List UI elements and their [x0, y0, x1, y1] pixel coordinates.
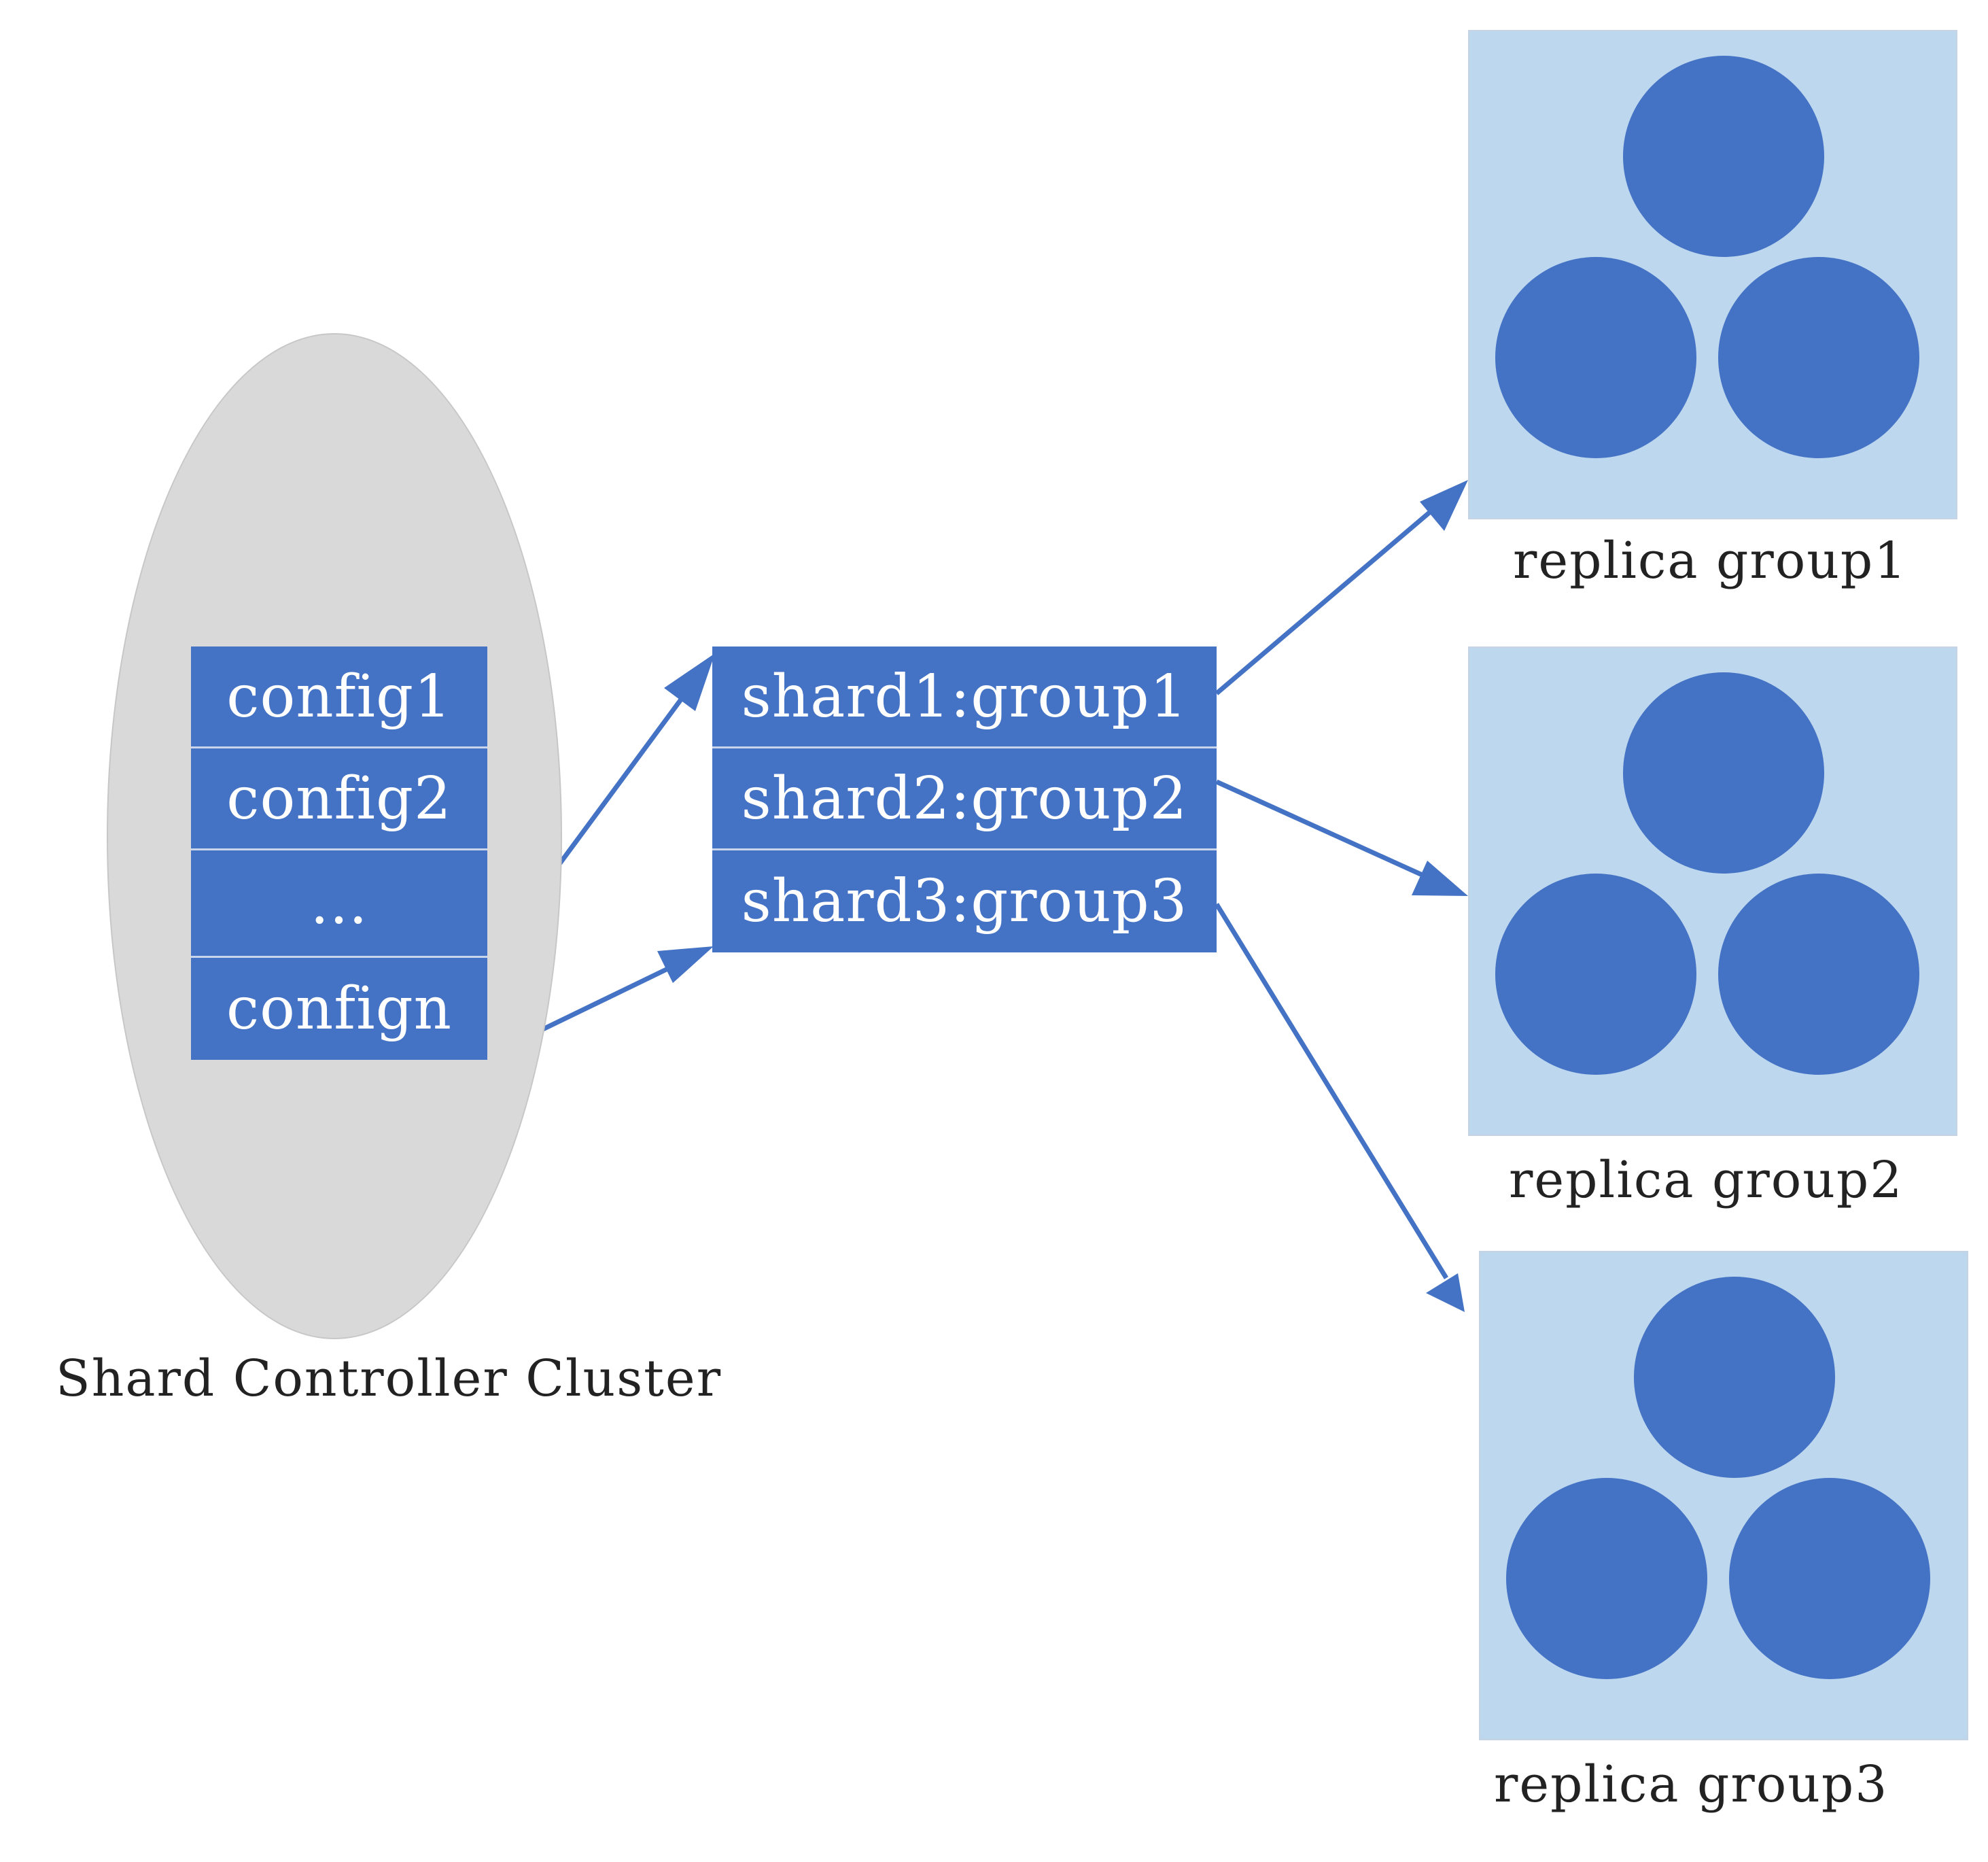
replica-group-2 — [1468, 646, 1957, 1136]
shard-row: shard2:group2 — [712, 748, 1217, 850]
replica-group-1 — [1468, 30, 1957, 519]
shard-label: shard3:group3 — [741, 867, 1188, 935]
config-row: config2 — [191, 748, 487, 850]
replica-node — [1729, 1478, 1930, 1679]
replica-node — [1718, 257, 1919, 458]
replica-group-caption: replica group3 — [1494, 1755, 1889, 1814]
arrow-shard1-to-group1 — [1215, 480, 1468, 695]
config-label: ... — [310, 869, 368, 937]
replica-group-caption: replica group2 — [1509, 1151, 1904, 1209]
arrow-shard2-to-group2 — [1215, 779, 1468, 896]
cluster-caption: Shard Controller Cluster — [56, 1349, 722, 1408]
shard-label: shard1:group1 — [741, 662, 1188, 731]
replica-group-caption: replica group1 — [1513, 532, 1908, 590]
config-label: confign — [226, 975, 453, 1043]
arrow-shard3-to-group3 — [1215, 903, 1465, 1312]
config-label: config1 — [226, 662, 452, 731]
replica-node — [1495, 257, 1696, 458]
replica-node — [1506, 1478, 1707, 1679]
config-row: confign — [191, 958, 487, 1060]
config-row-ellipsis: ... — [191, 850, 487, 958]
replica-node — [1495, 874, 1696, 1075]
shard-row: shard3:group3 — [712, 850, 1217, 952]
replica-node — [1623, 56, 1824, 257]
config-table: config1 config2 ... confign — [191, 646, 487, 1060]
replica-node — [1718, 874, 1919, 1075]
shard-row: shard1:group1 — [712, 646, 1217, 748]
shard-label: shard2:group2 — [741, 764, 1188, 833]
shard-table: shard1:group1 shard2:group2 shard3:group… — [712, 646, 1217, 952]
replica-node — [1623, 672, 1824, 874]
replica-node — [1634, 1277, 1835, 1478]
config-label: config2 — [226, 764, 452, 833]
config-row: config1 — [191, 646, 487, 748]
replica-group-3 — [1479, 1251, 1968, 1740]
